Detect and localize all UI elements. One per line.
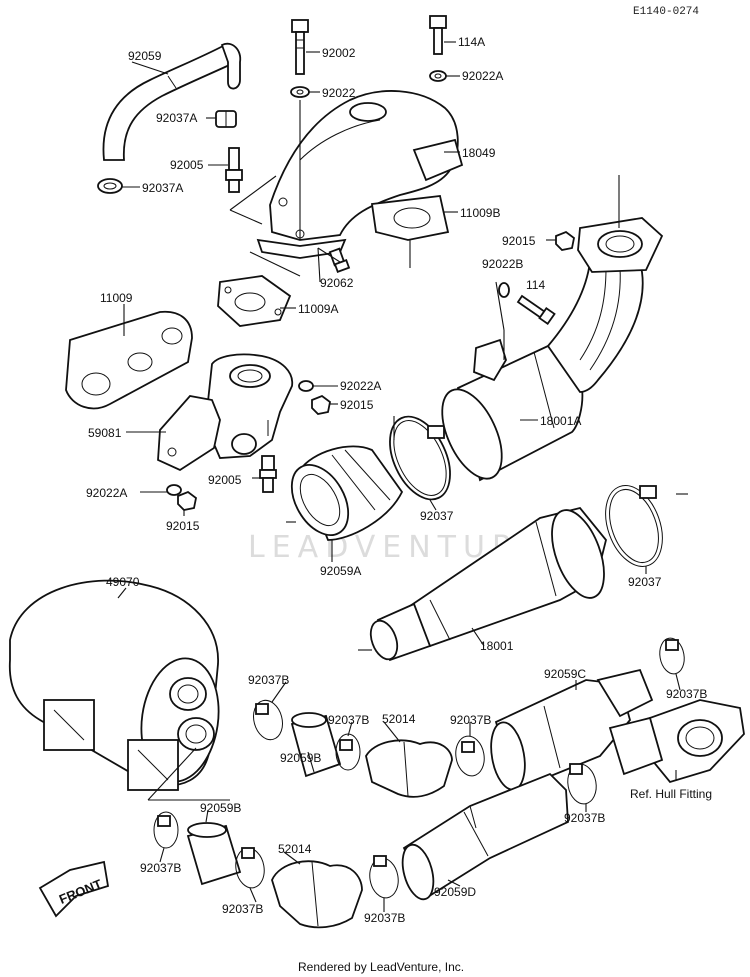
elbow-52014-upper	[365, 739, 453, 798]
label-92037b-r2: 92037B	[564, 811, 605, 825]
label-92022a-top: 92022A	[462, 69, 503, 83]
muffler-18001	[369, 506, 607, 662]
clamp-92037-right	[605, 485, 663, 567]
elbow-52014-lower	[271, 860, 363, 929]
label-92037-right: 92037	[628, 575, 662, 589]
washer-92022a-left	[166, 484, 182, 496]
label-92062: 92062	[320, 276, 354, 290]
manifold-59081	[157, 353, 294, 472]
hull-fitting	[608, 699, 745, 784]
label-11009a: 11009A	[298, 302, 338, 316]
clamp-92037b-b	[335, 733, 361, 771]
clamp-92037b-r1	[659, 637, 685, 675]
label-92059c: 92059C	[544, 667, 586, 681]
label-52014-lower: 52014	[278, 842, 312, 856]
bolt-114a	[429, 15, 447, 55]
clamp-92037b-a	[253, 699, 283, 741]
label-52014-upper: 52014	[382, 712, 416, 726]
label-114a: 114A	[458, 35, 485, 49]
label-92037-mid: 92037	[420, 509, 454, 523]
clamp-92037-mid	[389, 415, 451, 501]
nut-92015-mid	[311, 394, 331, 415]
label-ref-hull-fitting: Ref. Hull Fitting	[630, 787, 712, 801]
washer-92022	[290, 86, 310, 98]
label-92059: 92059	[128, 49, 162, 63]
coupler-92059b-upper	[290, 712, 342, 778]
label-18049: 18049	[462, 146, 496, 160]
label-92037a-lower: 92037A	[142, 181, 183, 195]
clamp-92037b-l3	[369, 855, 399, 899]
label-92059b-lower: 92059B	[200, 801, 241, 815]
gasket-11009	[65, 310, 193, 410]
label-92005-mid: 92005	[208, 473, 242, 487]
flange-18001a	[577, 217, 664, 273]
nut-92015-right	[555, 230, 575, 251]
label-92037b-b: 92037B	[328, 713, 369, 727]
clamp-92037a-lower	[97, 178, 123, 194]
front-arrow: FRONT	[38, 860, 110, 918]
clamp-92037b-l2	[235, 847, 265, 889]
clamp-92037a-upper	[215, 110, 237, 128]
label-92015-right: 92015	[502, 234, 536, 248]
fitting-92005-upper	[225, 147, 243, 193]
nut-92015-left	[177, 490, 197, 511]
label-92037a-upper: 92037A	[156, 111, 197, 125]
label-92005-upper: 92005	[170, 158, 204, 172]
muffler-18001a	[441, 261, 644, 482]
label-18001a: 18001A	[540, 414, 581, 428]
resonator-49070	[8, 579, 220, 791]
label-18001: 18001	[480, 639, 514, 653]
label-59081: 59081	[88, 426, 122, 440]
label-92022a-left: 92022A	[86, 486, 127, 500]
label-92059a: 92059A	[320, 564, 361, 578]
coupler-92059a	[290, 445, 404, 541]
fitting-92062	[328, 247, 351, 273]
footer-credit: Rendered by LeadVenture, Inc.	[298, 960, 464, 974]
leader-lines	[117, 41, 688, 912]
label-92022: 92022	[322, 86, 356, 100]
fitting-92005-mid	[259, 455, 277, 493]
label-92037b-l2: 92037B	[222, 902, 263, 916]
label-92037b-r1: 92037B	[666, 687, 707, 701]
label-92059b-upper: 92059B	[280, 751, 321, 765]
label-11009: 11009	[100, 291, 133, 305]
hose-92059	[102, 42, 242, 161]
label-92022b: 92022B	[482, 257, 523, 271]
bolt-92002	[291, 19, 309, 75]
washer-92022a-mid	[298, 380, 314, 392]
part-labels: 92059 92002 114A 92022A 92022 92037A 920…	[86, 35, 712, 925]
gasket-11009b	[370, 195, 450, 241]
label-92015-left: 92015	[166, 519, 200, 533]
label-92037b-l3: 92037B	[364, 911, 405, 925]
clamp-92037b-c	[455, 735, 485, 777]
washer-92022b	[498, 282, 510, 298]
label-49070: 49070	[106, 575, 140, 589]
label-92022a-mid: 92022A	[340, 379, 381, 393]
clamp-92037b-l1	[153, 811, 179, 849]
coupler-92059b-lower	[186, 822, 242, 886]
clamp-92037b-r2	[567, 763, 597, 805]
gasket-11009a	[217, 275, 292, 327]
label-114: 114	[526, 278, 545, 292]
bolt-114	[516, 294, 556, 326]
label-92059d: 92059D	[434, 885, 476, 899]
label-11009b: 11009B	[460, 206, 500, 220]
label-92037b-a: 92037B	[248, 673, 289, 687]
manifold-18049	[256, 90, 464, 259]
washer-92022a-top	[429, 70, 447, 82]
hose-92059c	[490, 668, 654, 792]
hose-92059d	[401, 772, 569, 901]
label-92037b-c: 92037B	[450, 713, 491, 727]
diagram-code: E1140-0274	[633, 6, 699, 18]
label-92015-mid: 92015	[340, 398, 374, 412]
label-92002: 92002	[322, 46, 356, 60]
label-92037b-l1: 92037B	[140, 861, 181, 875]
